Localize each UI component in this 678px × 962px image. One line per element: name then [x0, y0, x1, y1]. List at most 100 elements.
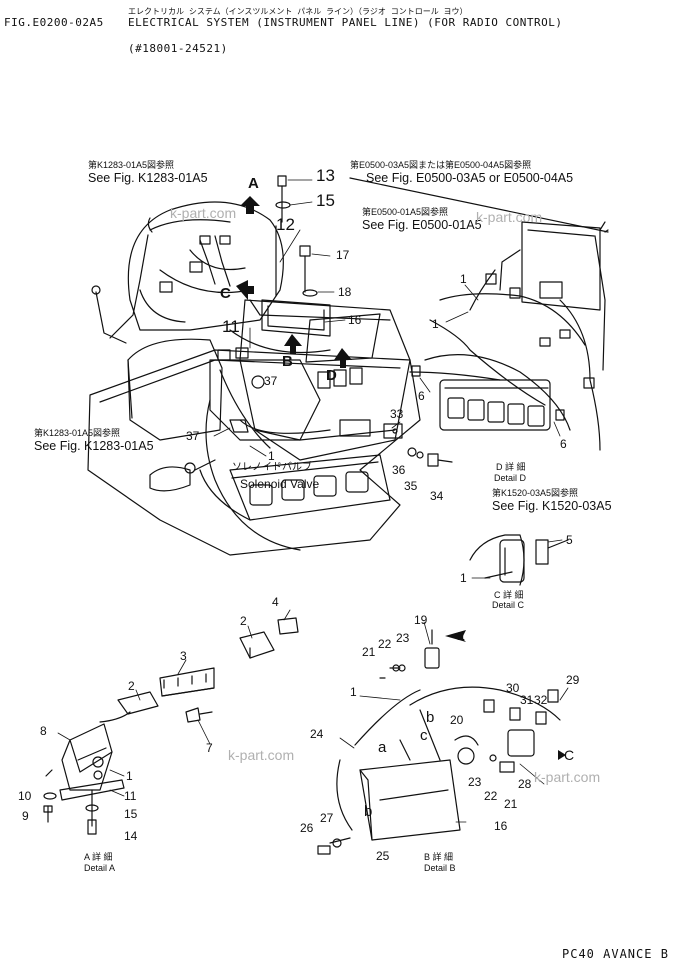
view-a-label: A [248, 175, 259, 192]
instrument-panel-outline [87, 175, 453, 556]
part-10: 10 [18, 789, 32, 803]
ref-k1283-top-en: See Fig. K1283-01A5 [88, 171, 208, 185]
solenoid-en: Solenoid Valve [240, 477, 319, 491]
part-1-c: 1 [460, 571, 467, 585]
ref-k1283-left-jp: 第K1283-01A5図参照 [34, 428, 121, 438]
detail-c-drawing [469, 534, 569, 586]
part-3: 3 [180, 649, 187, 663]
ref-k1520: 第K1520-03A5図参照 See Fig. K1520-03A5 [492, 488, 612, 513]
part-24: 24 [310, 727, 324, 741]
part-2-b: 2 [128, 679, 135, 693]
part-23-b-top: 23 [396, 631, 410, 645]
leader-lines [43, 179, 569, 823]
part-27: 27 [320, 811, 334, 825]
conn-c2-label: C [564, 747, 574, 763]
part-1-top: 1 [460, 272, 467, 286]
watermark-4: k-part.com [534, 769, 600, 785]
ref-k1283-top-jp: 第K1283-01A5図参照 [88, 160, 175, 170]
title-jp-text: エレクトリカル システム（インスツルメント パネル ライン）（ラジオ コントロー… [128, 7, 468, 16]
harness-detail-d [349, 177, 609, 451]
part-37a: 37 [264, 374, 278, 388]
ref-k1520-en: See Fig. K1520-03A5 [492, 499, 612, 513]
ref-e0500-03-04: 第E0500-03A5図または第E0500-04A5図参照 See Fig. E… [350, 160, 573, 185]
part-4: 4 [272, 595, 279, 609]
part-13: 13 [316, 166, 335, 185]
part-1-main-b: 1 [432, 317, 439, 331]
ref-e0500-01-en: See Fig. E0500-01A5 [362, 218, 482, 232]
part-6b: 6 [560, 437, 567, 451]
view-d-label: D [326, 367, 337, 384]
part-16-b: 16 [494, 819, 508, 833]
figure-id: FIG.E0200-02A5 [4, 16, 104, 29]
part-16-main: 16 [348, 313, 362, 327]
part-19: 19 [414, 613, 428, 627]
detail-c-en: Detail C [492, 600, 525, 610]
part-1-a: 1 [126, 769, 133, 783]
part-2-a: 2 [240, 614, 247, 628]
part-34: 34 [430, 489, 444, 503]
detail-a-jp: A 詳 細 [84, 851, 113, 862]
view-b-label: B [282, 353, 293, 370]
part-35: 35 [404, 479, 418, 493]
ref-k1520-jp: 第K1520-03A5図参照 [492, 488, 579, 498]
part-15-top: 15 [316, 191, 335, 210]
part-6a: 6 [418, 389, 425, 403]
detail-b-en: Detail B [424, 863, 456, 873]
part-12: 12 [276, 215, 295, 234]
loose-parts-2-3-4 [159, 617, 299, 723]
part-17: 17 [336, 248, 350, 262]
detail-d-jp: D 詳 細 [496, 461, 526, 472]
conn-b2-label: b [364, 803, 372, 820]
model-footer: PC40 AVANCE B [562, 947, 669, 961]
detail-b-jp: B 詳 細 [424, 851, 453, 862]
ref-k1283-top: 第K1283-01A5図参照 See Fig. K1283-01A5 [88, 160, 208, 185]
part-36: 36 [392, 463, 406, 477]
detail-c-jp: C 詳 細 [494, 589, 524, 600]
ref-e0500-03-04-jp: 第E0500-03A5図または第E0500-04A5図参照 [350, 160, 532, 170]
part-11-main: 11 [222, 317, 240, 336]
conn-a-label: a [456, 627, 465, 644]
watermark-1: k-part.com [170, 205, 236, 221]
part-1-b: 1 [350, 685, 357, 699]
view-c-label: C [220, 285, 231, 302]
ref-k1283-left-en: See Fig. K1283-01A5 [34, 439, 154, 453]
part-31: 31 [520, 693, 534, 707]
detail-d-en: Detail D [494, 473, 527, 483]
detail-a-drawing [43, 691, 159, 835]
serial-range: (#18001-24521) [128, 42, 228, 55]
conn-b-label: b [426, 709, 434, 726]
title-jp: エレクトリカル システム（インスツルメント パネル ライン）（ラジオ コントロー… [4, 4, 468, 17]
ref-k1283-left: 第K1283-01A5図参照 See Fig. K1283-01A5 [34, 428, 154, 453]
part-20: 20 [450, 713, 464, 727]
part-29: 29 [566, 673, 580, 687]
conn-a2-label: a [378, 739, 387, 756]
part-18: 18 [338, 285, 352, 299]
part-9: 9 [22, 809, 29, 823]
ref-e0500-01: 第E0500-01A5図参照 See Fig. E0500-01A5 [362, 207, 482, 232]
part-32: 32 [534, 693, 548, 707]
part-8: 8 [40, 724, 47, 738]
part-25: 25 [376, 849, 390, 863]
ref-e0500-03-04-en: See Fig. E0500-03A5 or E0500-04A5 [366, 171, 574, 185]
part-30: 30 [506, 681, 520, 695]
part-15-a: 15 [124, 807, 138, 821]
detail-a-en: Detail A [84, 863, 115, 873]
watermark-3: k-part.com [228, 747, 294, 763]
part-23-b: 23 [468, 775, 482, 789]
detail-b-drawing [317, 629, 561, 855]
part-14: 14 [124, 829, 138, 843]
part-21-b-top: 21 [362, 645, 376, 659]
part-28: 28 [518, 777, 532, 791]
part-33: 33 [390, 407, 404, 421]
ref-e0500-01-jp: 第E0500-01A5図参照 [362, 207, 449, 217]
part-21-b: 21 [504, 797, 518, 811]
conn-c-label: c [420, 727, 428, 744]
part-1-main-a: 1 [268, 449, 275, 463]
part-22-b-top: 22 [378, 637, 392, 651]
title-en: ELECTRICAL SYSTEM (INSTRUMENT PANEL LINE… [128, 16, 563, 29]
part-22-b: 22 [484, 789, 498, 803]
solenoid-jp: ソレノイドバルブ [232, 460, 312, 473]
watermark-2: k-part.com [476, 209, 542, 225]
